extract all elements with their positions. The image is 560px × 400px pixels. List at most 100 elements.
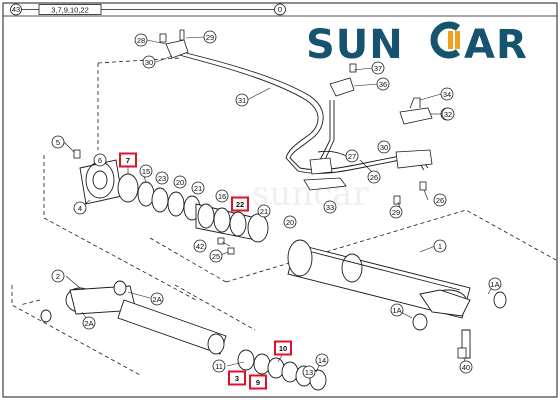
callout-29: 29	[203, 30, 217, 44]
hydraulic-cylinder-1	[287, 239, 507, 359]
callout-label: 26	[436, 196, 444, 205]
callout-22-highlighted: 22	[231, 196, 249, 212]
callout-label: 30	[380, 143, 388, 152]
callout-13: 13	[302, 365, 316, 379]
highlight-box	[249, 374, 267, 390]
reference-text: 3,7,9,10,22	[51, 5, 89, 14]
callout-circle	[51, 269, 65, 283]
callout-label: 6	[98, 156, 102, 165]
callout-3-highlighted: 3	[228, 370, 246, 386]
callout-30: 30	[377, 140, 391, 154]
callout-label: 21	[194, 184, 202, 193]
callout-label: 26	[370, 173, 378, 182]
callout-42: 42	[193, 239, 207, 253]
highlight-box	[228, 370, 246, 386]
callout-circle	[215, 189, 229, 203]
callout-label: 40	[462, 363, 470, 372]
callout-20: 20	[283, 215, 297, 229]
callout-circle	[459, 360, 473, 374]
logo-prefix: SUN	[306, 22, 404, 68]
callout-label: 31	[238, 96, 246, 105]
callout-circle	[433, 193, 447, 207]
callout-circle	[73, 201, 87, 215]
callout-label: 13	[305, 368, 313, 377]
callout-circle	[302, 365, 316, 379]
callout-37: 37	[371, 61, 385, 75]
callout-circle	[283, 215, 297, 229]
callout-label: 22	[236, 200, 244, 209]
callout-circle	[367, 170, 381, 184]
callout-label: 25	[212, 252, 220, 261]
callout-36: 36	[376, 77, 390, 91]
hydraulic-cylinder-2	[40, 280, 227, 355]
callout-label: 32	[444, 110, 452, 119]
callout-circle	[441, 107, 455, 121]
callout-circle	[134, 33, 148, 47]
callout-circle	[257, 204, 271, 218]
logo-suffix: AR	[464, 22, 528, 68]
callout-5: 5	[51, 135, 65, 149]
callout-28: 28	[134, 33, 148, 47]
callout-circle	[93, 153, 107, 167]
callout-30: 30	[142, 55, 156, 69]
top-circle: 0	[274, 3, 286, 16]
callout-21: 21	[191, 181, 205, 195]
callout-2A: 2A	[82, 316, 96, 330]
callout-label: 29	[206, 33, 214, 42]
callout-circle	[191, 181, 205, 195]
callout-1A: 1A	[488, 277, 502, 291]
callout-2A: 2A	[150, 292, 164, 306]
callout-14: 14	[315, 353, 329, 367]
callout-label: 23	[158, 174, 166, 183]
callout-label: 33	[326, 203, 334, 212]
callout-label: 21	[260, 207, 268, 216]
callout-label: 14	[318, 356, 326, 365]
callout-label: 37	[374, 64, 382, 73]
callout-26: 26	[367, 170, 381, 184]
callout-1: 1	[433, 239, 447, 253]
callout-15: 15	[139, 164, 153, 178]
callout-label: 5	[56, 138, 60, 147]
highlight-box	[274, 340, 292, 356]
callout-21: 21	[257, 204, 271, 218]
callout-circle	[440, 87, 454, 101]
suncar-logo: SUN AR	[306, 21, 528, 68]
callout-label: 9	[256, 378, 260, 387]
callout-1A: 1A	[390, 303, 404, 317]
callout-label: 28	[137, 36, 145, 45]
callout-label: 2A	[152, 295, 161, 304]
callout-32: 32	[441, 107, 455, 121]
svg-text:0: 0	[278, 5, 282, 14]
callout-26: 26	[433, 193, 447, 207]
callout-33: 33	[323, 200, 337, 214]
callout-20: 20	[173, 175, 187, 189]
clamp-brackets	[165, 29, 433, 191]
callout-circle	[212, 359, 226, 373]
callout-circle	[173, 175, 187, 189]
callout-9-highlighted: 9	[249, 374, 267, 390]
assembly-frames	[11, 57, 557, 376]
callout-40: 40	[459, 360, 473, 374]
cylinder-head-assembly	[79, 159, 269, 243]
callout-circle	[142, 55, 156, 69]
callout-circle	[51, 135, 65, 149]
callout-circle	[390, 303, 404, 317]
hydraulic-piping	[175, 49, 429, 174]
callout-label: 2	[56, 272, 60, 281]
callout-label: 20	[286, 218, 294, 227]
callout-circle	[150, 292, 164, 306]
callout-circle	[377, 140, 391, 154]
callout-circle	[203, 30, 217, 44]
callout-label: 27	[348, 152, 356, 161]
callout-label: 11	[215, 362, 223, 371]
callout-31: 31	[235, 93, 249, 107]
callout-27: 27	[345, 149, 359, 163]
callout-4: 4	[73, 201, 87, 215]
logo-c-mark	[430, 21, 461, 59]
callout-label: 15	[142, 167, 150, 176]
callout-23: 23	[155, 171, 169, 185]
callout-label: 42	[196, 242, 204, 251]
callout-label: 1	[438, 242, 442, 251]
